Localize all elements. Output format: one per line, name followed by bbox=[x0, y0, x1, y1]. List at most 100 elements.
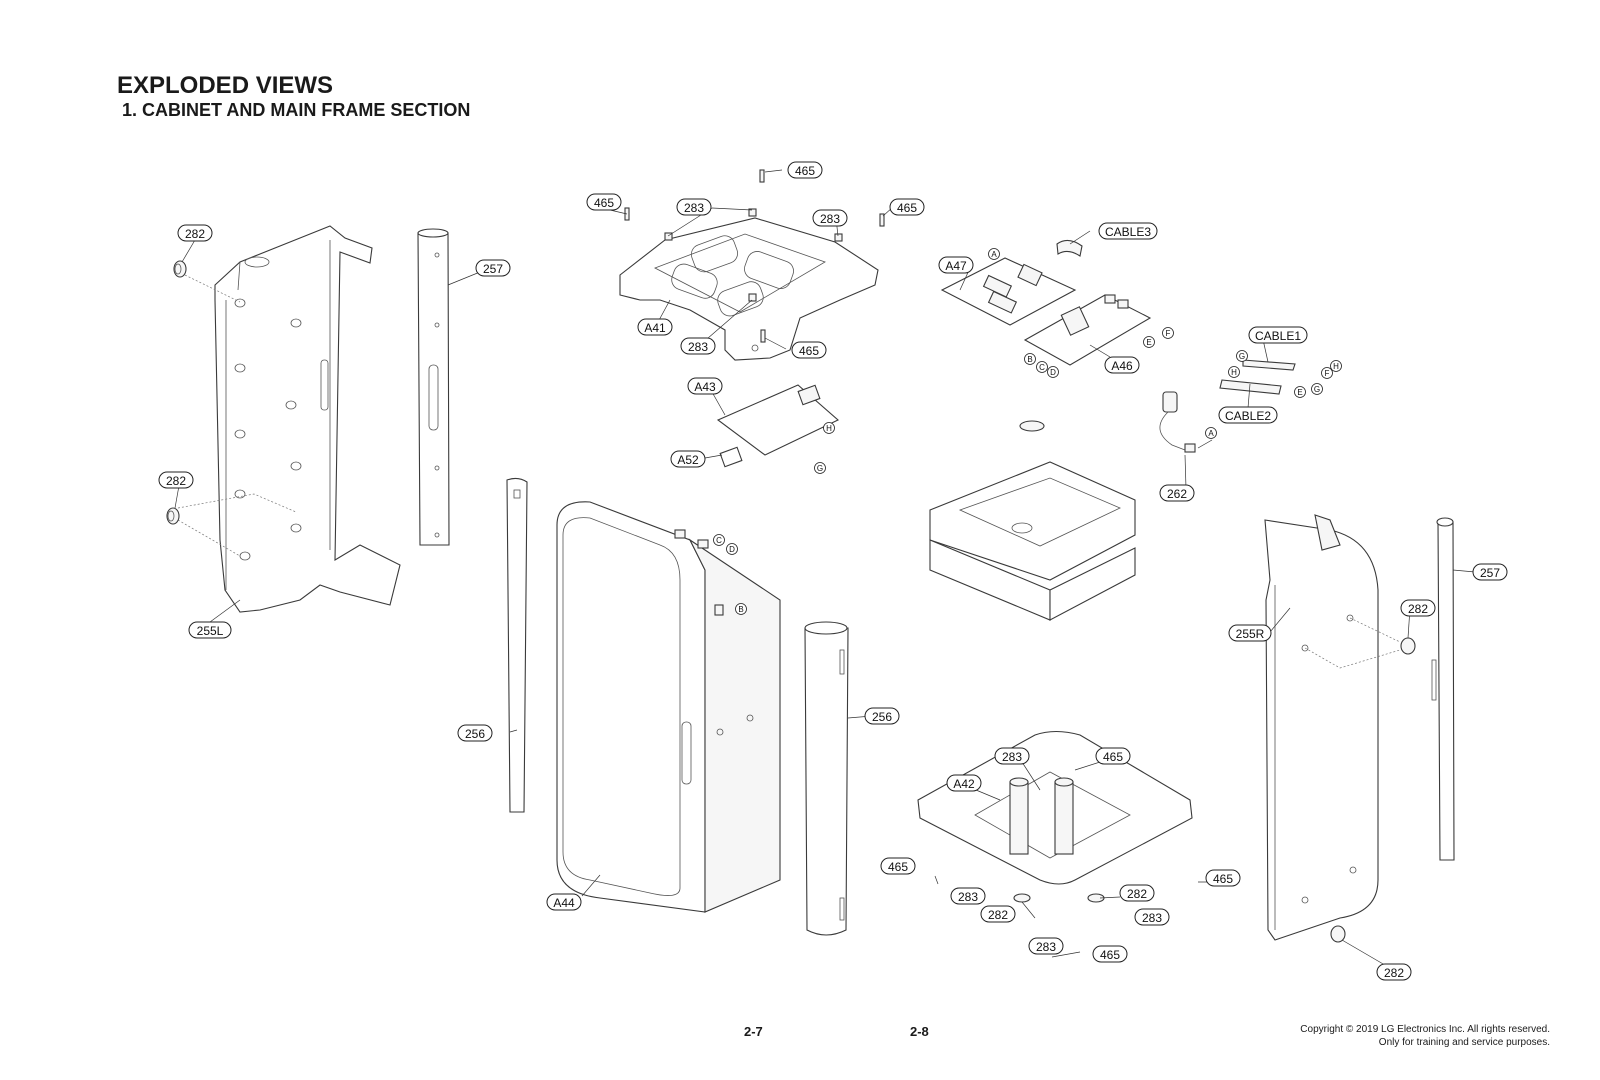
part-A52-board bbox=[719, 446, 743, 468]
callout-a42: A42 bbox=[946, 774, 982, 792]
connector-d: D bbox=[1047, 366, 1059, 378]
page-number-left: 2-7 bbox=[744, 1024, 763, 1039]
part-262-cable bbox=[1159, 391, 1213, 453]
connector-label: A bbox=[991, 250, 997, 259]
connector-label: A bbox=[1208, 429, 1214, 438]
callout-label: 465 bbox=[897, 201, 917, 215]
part-base-feet-282 bbox=[1013, 893, 1105, 903]
screw-guide-255L bbox=[177, 274, 297, 557]
callout-label: CABLE1 bbox=[1255, 329, 1301, 343]
part-drawings bbox=[166, 169, 1476, 969]
callout-label: CABLE2 bbox=[1225, 409, 1271, 423]
part-255L-left-side-panel bbox=[214, 225, 401, 613]
part-CABLE1-CABLE2-ribbons bbox=[1219, 359, 1296, 395]
callout-label: 465 bbox=[795, 164, 815, 178]
connector-g: G bbox=[814, 462, 826, 474]
connector-label: F bbox=[1166, 329, 1171, 338]
callout-cable3: CABLE3 bbox=[1098, 222, 1158, 240]
callout-label: A41 bbox=[644, 321, 666, 335]
part-256-left-strip bbox=[506, 477, 528, 813]
connector-label: H bbox=[1333, 362, 1339, 371]
connector-label: E bbox=[1297, 388, 1302, 397]
leader-lines bbox=[174, 169, 1476, 969]
callout-label: 256 bbox=[872, 710, 892, 724]
part-282-foot-right-lower bbox=[1330, 925, 1346, 943]
callout-label: 282 bbox=[1408, 602, 1428, 616]
callout-a41: A41 bbox=[637, 318, 673, 336]
connector-label: F bbox=[1325, 369, 1330, 378]
callout-label: 282 bbox=[988, 908, 1008, 922]
callout-465: 465 bbox=[1205, 869, 1241, 887]
callout-label: 282 bbox=[166, 474, 186, 488]
callout-label: 282 bbox=[1384, 966, 1404, 980]
section-subtitle: 1. CABINET AND MAIN FRAME SECTION bbox=[122, 100, 471, 120]
callout-cable1: CABLE1 bbox=[1248, 326, 1308, 344]
connector-h: H bbox=[1228, 366, 1240, 378]
part-A43-board bbox=[716, 384, 839, 456]
connector-b: B bbox=[735, 603, 747, 615]
connector-f: F bbox=[1162, 327, 1174, 339]
part-282-foot-lower-left bbox=[166, 507, 180, 525]
connector-label: B bbox=[1027, 355, 1032, 364]
callout-283: 283 bbox=[680, 337, 716, 355]
copyright-notice: Copyright © 2019 LG Electronics Inc. All… bbox=[1300, 1023, 1550, 1049]
connector-g: G bbox=[1311, 383, 1323, 395]
callout-label: A42 bbox=[953, 777, 975, 791]
part-A41-top-frame bbox=[619, 217, 879, 361]
part-A46-board bbox=[1023, 294, 1152, 366]
callout-257: 257 bbox=[475, 259, 511, 277]
connector-g: G bbox=[1236, 350, 1248, 362]
part-257-right-pillar bbox=[1431, 517, 1455, 861]
callout-label: 255L bbox=[197, 624, 224, 638]
callout-label: 465 bbox=[594, 196, 614, 210]
callout-256: 256 bbox=[457, 724, 493, 742]
connector-label: H bbox=[826, 424, 832, 433]
connector-label: C bbox=[716, 536, 722, 545]
callout-a52: A52 bbox=[670, 450, 706, 468]
page-title: EXPLODED VIEWS bbox=[117, 72, 334, 99]
callout-label: 282 bbox=[1127, 887, 1147, 901]
callout-282: 282 bbox=[1119, 884, 1155, 902]
callout-257: 257 bbox=[1472, 563, 1508, 581]
callout-465: 465 bbox=[791, 341, 827, 359]
connector-label: B bbox=[738, 605, 743, 614]
callout-283: 283 bbox=[994, 747, 1030, 765]
connector-label: G bbox=[817, 464, 823, 473]
part-A44-front-panel bbox=[556, 501, 781, 913]
callout-a46: A46 bbox=[1104, 356, 1140, 374]
callout-label: 465 bbox=[1213, 872, 1233, 886]
part-256-front-pillar bbox=[804, 621, 849, 936]
callout-282: 282 bbox=[158, 471, 194, 489]
callout-label: 465 bbox=[888, 860, 908, 874]
connector-b: B bbox=[1024, 353, 1036, 365]
callout-label: 283 bbox=[958, 890, 978, 904]
part-A42-base bbox=[917, 730, 1193, 885]
callout-282: 282 bbox=[980, 905, 1016, 923]
connector-label: G bbox=[1239, 352, 1245, 361]
callout-label: 465 bbox=[799, 344, 819, 358]
connector-c: C bbox=[1036, 361, 1048, 373]
callout-label: 283 bbox=[1002, 750, 1022, 764]
callout-cable2: CABLE2 bbox=[1218, 406, 1278, 424]
callout-283: 283 bbox=[950, 887, 986, 905]
connector-label: H bbox=[1231, 368, 1237, 377]
connector-f: F bbox=[1321, 367, 1333, 379]
callout-label: 282 bbox=[185, 227, 205, 241]
connector-c: C bbox=[713, 534, 725, 546]
callout-label: 256 bbox=[465, 727, 485, 741]
connector-d: D bbox=[726, 543, 738, 555]
callout-a47: A47 bbox=[938, 256, 974, 274]
copyright-line-1: Copyright © 2019 LG Electronics Inc. All… bbox=[1300, 1024, 1550, 1035]
connector-label: G bbox=[1314, 385, 1320, 394]
callout-label: 283 bbox=[684, 201, 704, 215]
callout-label: 255R bbox=[1236, 627, 1265, 641]
connector-h: H bbox=[1330, 360, 1342, 372]
connector-label: C bbox=[1039, 363, 1045, 372]
part-main-chassis bbox=[929, 420, 1136, 621]
callout-label: 257 bbox=[1480, 566, 1500, 580]
callout-label: 465 bbox=[1100, 948, 1120, 962]
callout-label: A52 bbox=[677, 453, 699, 467]
part-282-foot-upper-left bbox=[173, 260, 187, 278]
connector-label: D bbox=[729, 545, 735, 554]
callout-label: 283 bbox=[1142, 911, 1162, 925]
